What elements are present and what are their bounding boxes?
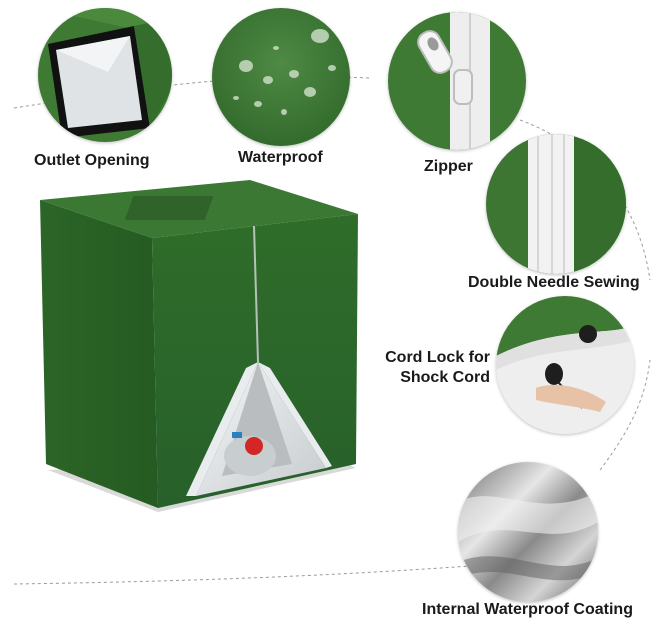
double-needle-sewing-label: Double Needle Sewing xyxy=(468,274,640,291)
zipper-pull-icon xyxy=(417,30,473,105)
waterproof-detail xyxy=(212,8,350,146)
double-needle-sewing-detail xyxy=(486,134,626,274)
internal-coating-detail xyxy=(458,462,598,602)
internal-coating-label: Internal Waterproof Coating xyxy=(422,601,633,618)
cord-lock-label-line2: Shock Cord xyxy=(400,369,490,386)
outlet-opening-label: Outlet Opening xyxy=(34,152,150,169)
zipper-detail xyxy=(388,12,526,150)
waterproof-label: Waterproof xyxy=(238,149,323,166)
outlet-opening-detail xyxy=(38,8,172,142)
cord-lock-detail xyxy=(496,296,634,434)
cord-lock-label-line1: Cord Lock for xyxy=(385,349,490,366)
ibc-tank-cover-image xyxy=(40,180,358,512)
zipper-label: Zipper xyxy=(424,158,473,175)
